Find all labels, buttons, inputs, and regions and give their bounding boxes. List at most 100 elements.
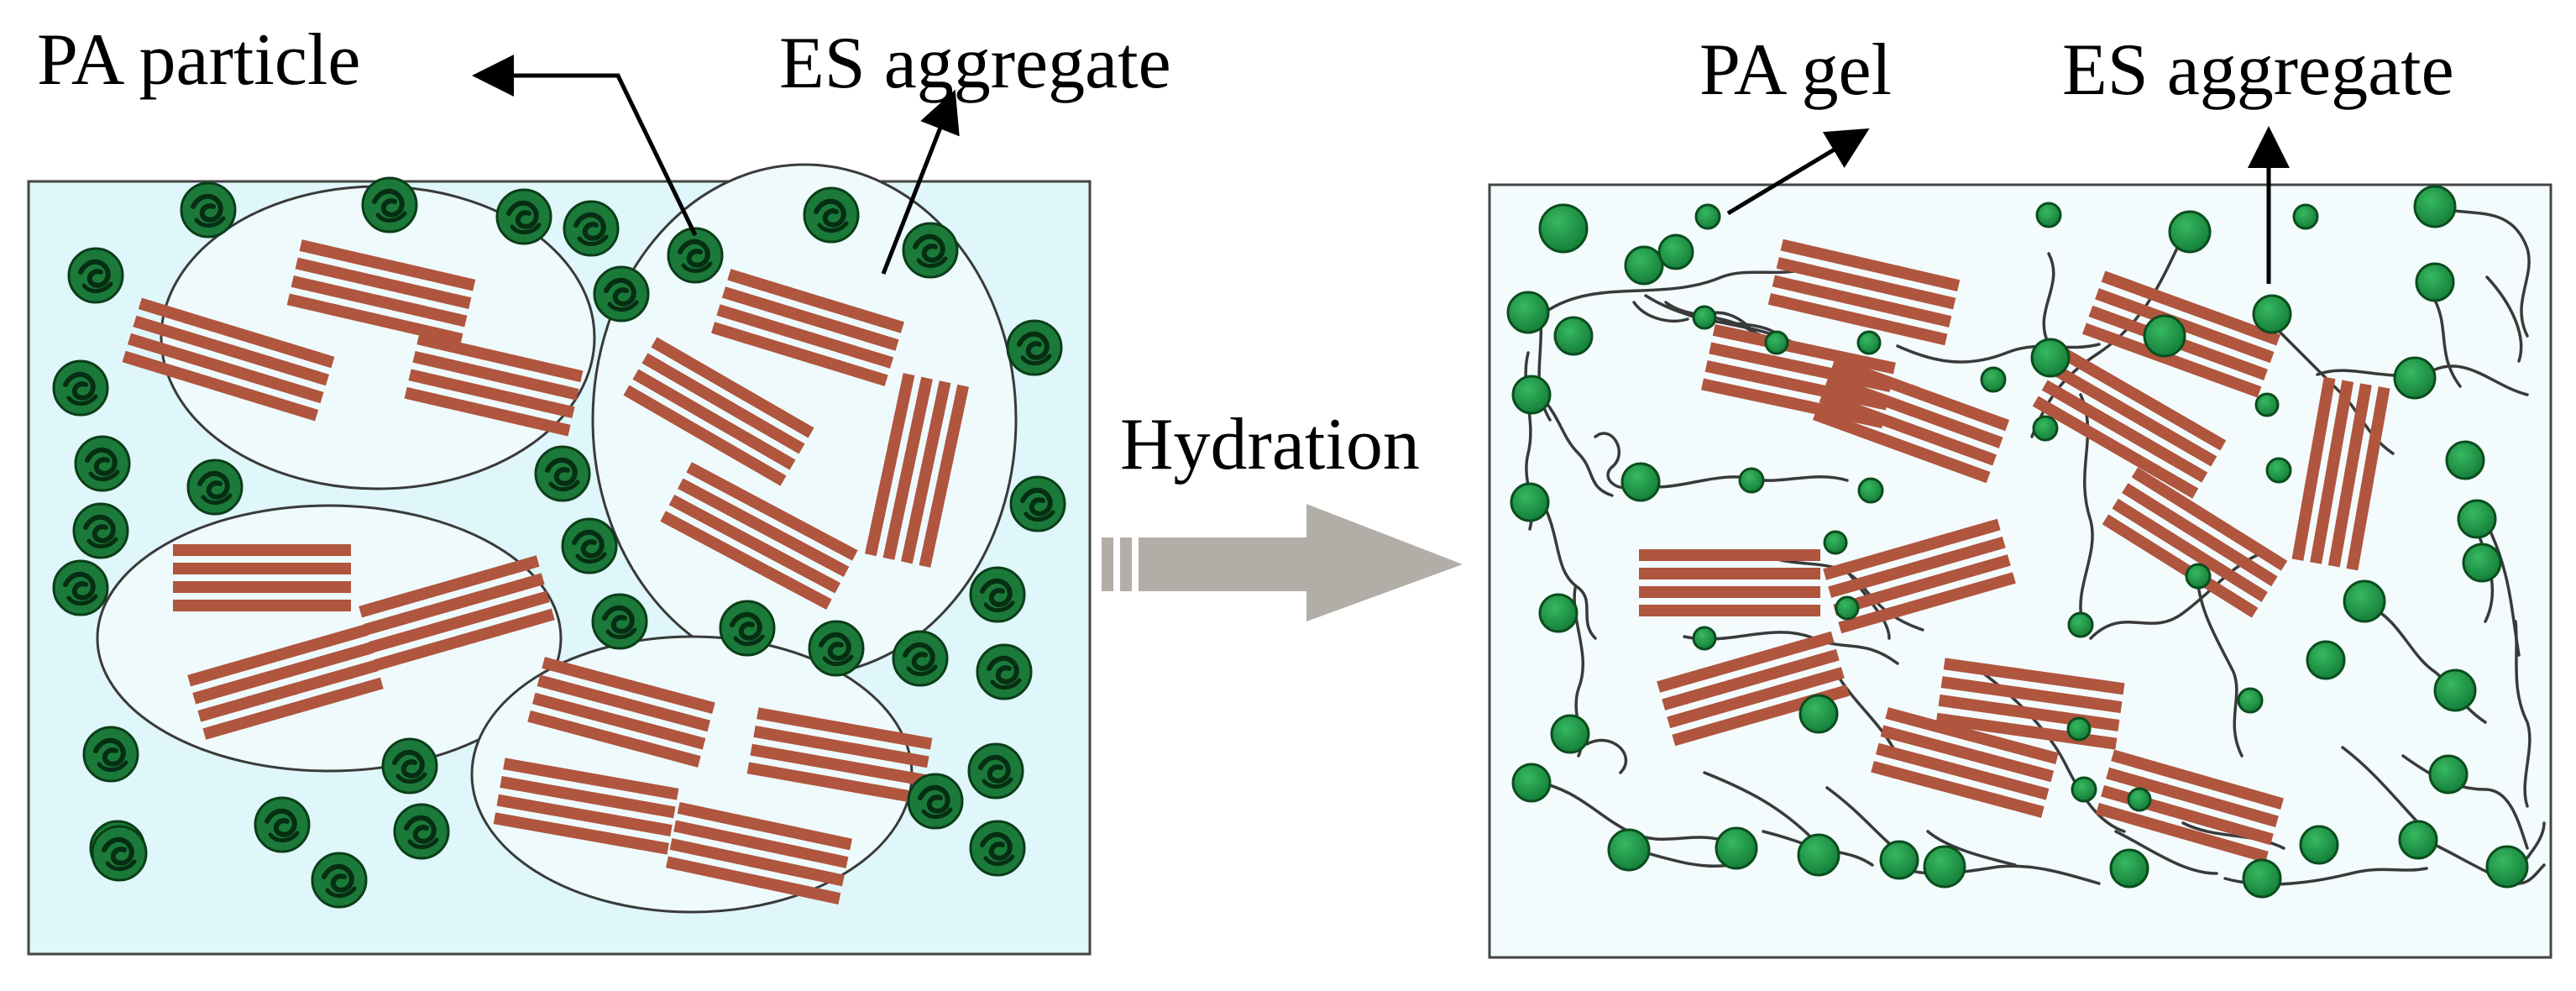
pa-gel-ball (2413, 185, 2457, 228)
pa-particle (91, 825, 148, 882)
pa-gel-ball (1923, 845, 1966, 889)
pa-particle (180, 181, 237, 239)
stripe (746, 762, 923, 805)
pa-gel-fiber (2514, 620, 2531, 808)
stripe (665, 856, 841, 904)
es-aggregate-right-label: ES aggregate (2062, 29, 2454, 111)
pa-gel-ball (2299, 825, 2339, 865)
pa-gel-ball (2066, 716, 2092, 742)
es-stripe-stack (359, 555, 555, 671)
pa-particle (381, 737, 438, 794)
stripe (1767, 293, 1948, 346)
pa-particle (361, 176, 418, 233)
pa-particle (82, 726, 139, 783)
pa-particle (1006, 319, 1063, 376)
pa-gel-fiber (2430, 292, 2462, 388)
pa-gel-fiber (1540, 499, 1597, 640)
stripe (1639, 549, 1820, 561)
es-stripe-stack (404, 333, 584, 437)
pa-particle (976, 643, 1033, 700)
stripe (2131, 467, 2288, 571)
es-stripe-stack (711, 269, 904, 386)
pa-gel-fiber (1926, 830, 2017, 867)
pa-particle-group (52, 176, 1066, 909)
stripe (2111, 749, 2284, 810)
pa-gel-ball (1511, 375, 1552, 415)
stripe (192, 642, 374, 705)
stripe (527, 710, 701, 768)
stripe (173, 563, 351, 574)
pa-gel-ball (2254, 392, 2280, 417)
es-stripe-stack (1701, 324, 1896, 428)
pa-gel-ball (1511, 763, 1552, 803)
es-stripe-stack (623, 337, 814, 486)
stripe (1639, 568, 1820, 579)
stripe (632, 369, 796, 470)
pa-gel-ball (1510, 482, 1550, 522)
stripe (677, 802, 853, 851)
panel-after-hydration (1488, 183, 2552, 959)
pa-gel-ball (1857, 477, 1884, 504)
stripe (2101, 270, 2280, 346)
pa-gel-fiber (2042, 252, 2055, 346)
stripe (716, 304, 894, 369)
stripe (500, 776, 676, 819)
pa-gel-fiber (1543, 267, 1807, 314)
stripe (2060, 348, 2227, 451)
stripe (197, 659, 379, 722)
stripe (660, 511, 832, 610)
pa-gel-ball (1694, 203, 1721, 230)
pa-particle (907, 773, 964, 830)
pa-gel-ball (2428, 754, 2469, 794)
pa-gel-ball (2457, 499, 2497, 539)
pa-gel-fiber (2181, 821, 2285, 850)
pa-gel-ball (2415, 262, 2455, 302)
es-stripe-stack (2096, 749, 2284, 863)
stripe (1943, 658, 2125, 695)
stripe (2346, 386, 2390, 571)
stripe (2041, 380, 2208, 483)
pa-particle (967, 742, 1024, 800)
pa-particle (254, 796, 311, 853)
stripe (669, 838, 845, 887)
pa-gel-ball (2168, 210, 2212, 254)
pa-particle (563, 200, 620, 257)
pa-gel-ball (1538, 593, 1579, 633)
stripe (1831, 356, 2010, 432)
stripe (686, 462, 858, 561)
stripe (677, 478, 850, 578)
hydration-label: Hydration (1120, 404, 1420, 485)
pa-gel-ball (2035, 202, 2062, 228)
stripe (1712, 324, 1896, 375)
pa-particle (52, 559, 109, 616)
pa-gel-ball (1879, 840, 1919, 880)
pa-gel-ball (1620, 462, 1661, 502)
es-stripe-stack (746, 707, 933, 805)
stripe (2106, 767, 2279, 828)
pa-gel-ball (1506, 291, 1550, 334)
pa-gel-ball (1856, 330, 1882, 355)
pa-gel-ball (1624, 245, 1664, 286)
es-stripe-stack (1639, 549, 1820, 616)
stripe (138, 297, 335, 369)
stripe (299, 239, 476, 291)
stripe (291, 275, 468, 328)
pa-particle (593, 265, 650, 322)
pa-particle (74, 435, 131, 492)
stripe (1935, 712, 2118, 750)
stripe (1825, 374, 2003, 448)
stripe (753, 726, 929, 768)
stripe (651, 337, 814, 438)
es-stripe-stack (173, 544, 351, 611)
pa-particle (969, 820, 1026, 877)
stripe (2112, 498, 2268, 602)
stripe (2032, 396, 2199, 499)
stripe (173, 544, 351, 556)
pa-particle (808, 620, 865, 677)
pa-gel-fiber (2485, 275, 2523, 363)
pa-gel-ball (2343, 579, 2386, 623)
pa-particle (591, 593, 648, 650)
pa-particle (892, 630, 949, 687)
es-stripe-stack (286, 239, 476, 345)
stripe (369, 590, 550, 653)
